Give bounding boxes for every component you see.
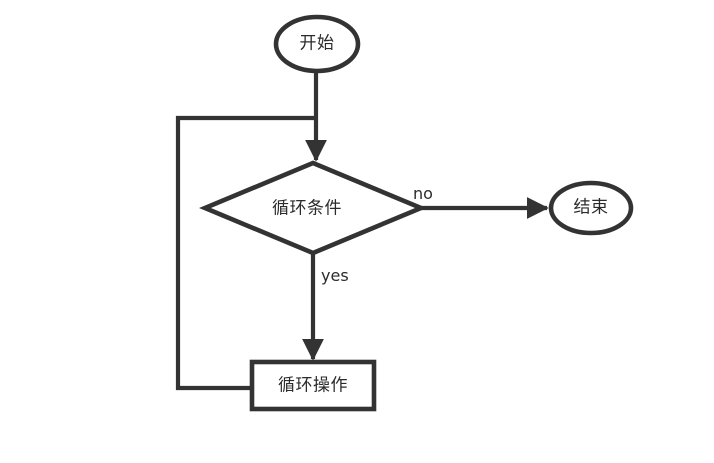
node-process[interactable] (249, 359, 377, 412)
node-start[interactable] (273, 14, 361, 74)
node-end[interactable] (548, 180, 634, 236)
node-condition[interactable] (199, 160, 427, 256)
edge-process-to-condition-loop (175, 115, 316, 391)
